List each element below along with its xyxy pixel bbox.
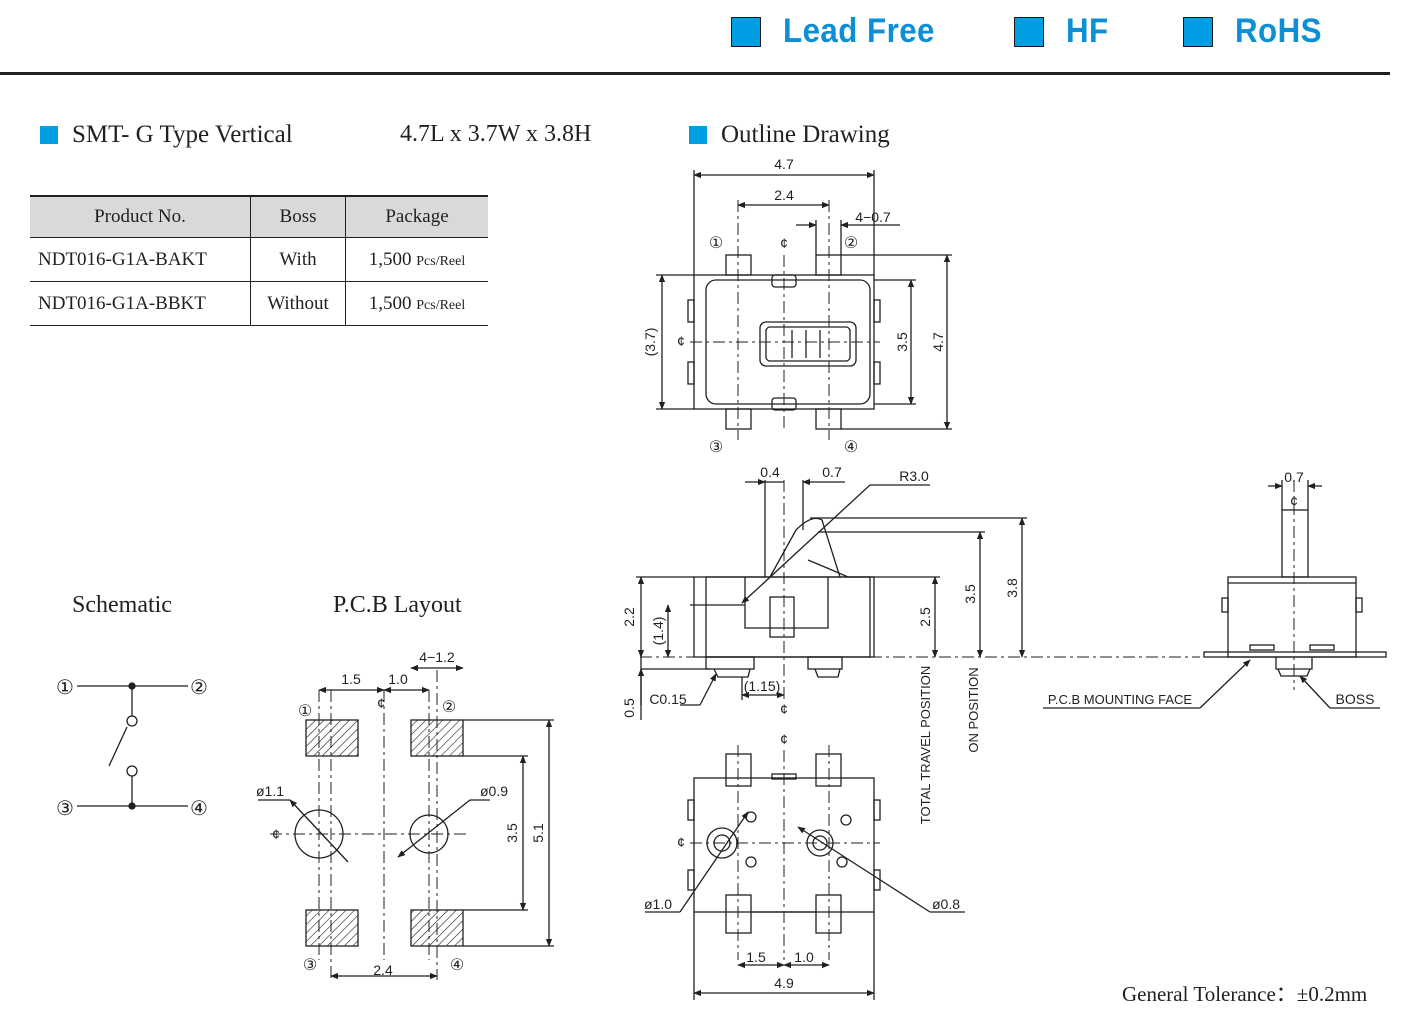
pcb-pin-2: ② [442, 699, 456, 716]
bottom-dim-hole-0-8: ø0.8 [932, 896, 960, 912]
top-pin-3: ③ [709, 439, 723, 456]
cert-label: RoHS [1235, 12, 1322, 50]
pcb-layout-title: P.C.B Layout [333, 592, 462, 618]
top-view-drawing [656, 170, 952, 440]
side-dim-1-15: (1.15) [744, 678, 781, 694]
side-dim-3-5: 3.5 [962, 584, 978, 604]
pcb-layout-diagram [258, 664, 554, 980]
pin-4-label: ④ [190, 798, 208, 820]
blue-square-icon [40, 126, 58, 144]
side-dim-0-5: 0.5 [621, 698, 637, 718]
side-dim-c0-15: C0.15 [649, 691, 687, 707]
pcb-dim-1-5: 1.5 [341, 671, 361, 687]
top-dim-4-7-vertical: 4.7 [930, 332, 946, 352]
table-header-row: Product No. Boss Package [30, 195, 488, 238]
front-view-drawing [1043, 480, 1387, 709]
side-dim-2-2: 2.2 [621, 607, 637, 627]
pcb-centerline: ¢ [272, 826, 280, 842]
blue-square-icon [731, 16, 761, 47]
front-centerline: ¢ [1290, 493, 1298, 509]
pcb-dim-hole-0-9: ø0.9 [480, 783, 508, 799]
outline-heading: Outline Drawing [689, 121, 890, 149]
side-dim-0-4: 0.4 [760, 464, 780, 480]
cert-label: HF [1066, 12, 1109, 50]
bottom-view-drawing [645, 745, 965, 1000]
pcb-dim-1-0: 1.0 [388, 671, 408, 687]
column-header: Boss [250, 195, 346, 238]
boss-label: BOSS [1336, 691, 1375, 707]
total-travel-label: TOTAL TRAVEL POSITION [918, 666, 933, 824]
on-position-label: ON POSITION [966, 667, 981, 752]
product-title: SMT- G Type Vertical [72, 121, 293, 148]
pin-2-label: ② [190, 677, 208, 699]
package-value: 1,500 Pcs/Reel [345, 237, 488, 282]
bottom-dim-1-0: 1.0 [794, 949, 814, 965]
general-tolerance: General Tolerance：±0.2mm [1122, 982, 1368, 1006]
side-centerline: ¢ [780, 701, 788, 717]
outline-title: Outline Drawing [721, 121, 890, 148]
front-dim-0-7: 0.7 [1284, 469, 1304, 485]
cert-hf: HF [1014, 12, 1112, 51]
top-dim-4-7: 4.7 [774, 156, 794, 172]
package-value: 1,500 Pcs/Reel [345, 281, 488, 326]
header-rule [0, 72, 1390, 75]
product-number: NDT016-G1A-BBKT [30, 281, 251, 326]
side-dim-r3-0: R3.0 [899, 468, 929, 484]
pad-1 [305, 719, 359, 757]
blue-square-icon [689, 126, 707, 144]
schematic-title: Schematic [72, 592, 172, 618]
column-header: Product No. [30, 195, 251, 238]
schematic-diagram [77, 682, 188, 810]
top-pin-1: ① [709, 235, 723, 252]
product-number: NDT016-G1A-BAKT [30, 237, 251, 282]
top-pin-4: ④ [844, 439, 858, 456]
blue-square-icon [1014, 16, 1044, 47]
pcb-dim-2-4: 2.4 [373, 962, 393, 978]
pcb-centerline: ¢ [377, 695, 385, 711]
bottom-dim-1-5: 1.5 [746, 949, 766, 965]
top-pin-2: ② [844, 235, 858, 252]
cert-label: Lead Free [783, 12, 935, 50]
boss-value: Without [250, 281, 346, 326]
bottom-dim-hole-1-0: ø1.0 [644, 896, 672, 912]
pin-3-label: ③ [56, 798, 74, 820]
pad-3 [305, 909, 359, 947]
bottom-centerline: ¢ [780, 731, 788, 747]
top-centerline: ¢ [677, 333, 685, 349]
product-table: Product No. Boss Package NDT016-G1A-BAKT… [30, 195, 488, 326]
side-view-drawing [636, 478, 1200, 720]
product-heading: SMT- G Type Vertical [40, 121, 293, 149]
pcb-dim-4-1-2: 4−1.2 [419, 649, 455, 665]
top-dim-2-4: 2.4 [774, 187, 794, 203]
top-dim-3-5: 3.5 [894, 332, 910, 352]
pcb-pin-4: ④ [450, 957, 464, 974]
side-dim-2-5: 2.5 [917, 607, 933, 627]
pcb-mounting-face-label: P.C.B MOUNTING FACE [1048, 692, 1193, 707]
top-centerline: ¢ [780, 235, 788, 251]
bottom-dim-4-9: 4.9 [774, 975, 794, 991]
pcb-pin-1: ① [298, 703, 312, 720]
column-header: Package [345, 195, 488, 238]
pcb-dim-3-5: 3.5 [504, 823, 520, 843]
pcb-pin-3: ③ [303, 957, 317, 974]
table-row: NDT016-G1A-BBKT Without 1,500 Pcs/Reel [30, 281, 488, 326]
table-row: NDT016-G1A-BAKT With 1,500 Pcs/Reel [30, 237, 488, 282]
top-dim-4-0-7: 4−0.7 [855, 209, 891, 225]
top-dim-3-7: (3.7) [642, 328, 658, 357]
blue-square-icon [1183, 16, 1213, 47]
cert-rohs: RoHS [1183, 12, 1330, 51]
cert-lead-free: Lead Free [731, 12, 948, 51]
side-dim-3-8: 3.8 [1004, 578, 1020, 598]
bottom-centerline: ¢ [677, 834, 685, 850]
side-dim-0-7: 0.7 [822, 464, 842, 480]
product-dimensions: 4.7L x 3.7W x 3.8H [400, 121, 592, 147]
side-dim-1-4: (1.4) [650, 617, 666, 646]
pin-1-label: ① [56, 677, 74, 699]
boss-value: With [250, 237, 346, 282]
pcb-dim-5-1: 5.1 [530, 823, 546, 843]
pcb-dim-hole-1-1: ø1.1 [256, 783, 284, 799]
